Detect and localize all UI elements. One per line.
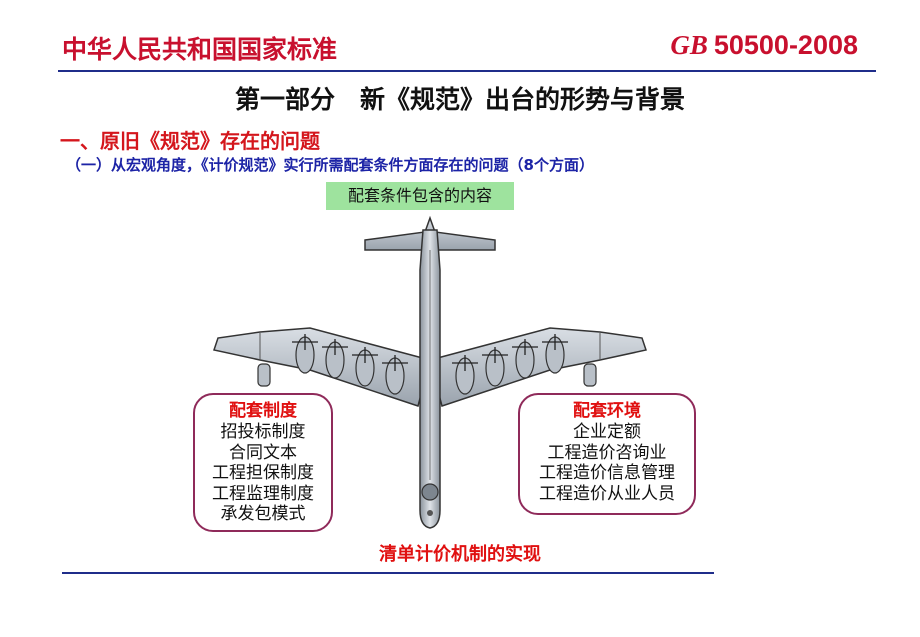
- cockpit: [421, 483, 439, 501]
- top-label: 配套条件包含的内容: [326, 182, 514, 210]
- list-item: 合同文本: [229, 442, 297, 463]
- bottom-caption: 清单计价机制的实现: [379, 544, 541, 565]
- supporting-systems-title: 配套制度: [229, 401, 297, 421]
- header-divider: [58, 70, 876, 72]
- right-wing: [429, 327, 647, 407]
- standard-name: 中华人民共和国国家标准: [62, 35, 338, 64]
- page-title: 第一部分 新《规范》出台的形势与背景: [234, 85, 685, 114]
- list-item: 工程造价咨询业: [547, 442, 667, 463]
- supporting-systems-box: 配套制度 招投标制度 合同文本 工程担保制度 工程监理制度 承发包模式: [193, 393, 333, 532]
- gb-prefix: GB: [670, 30, 708, 60]
- section-heading: 一、原旧《规范》存在的问题: [60, 129, 320, 153]
- gb-number: 50500-2008: [713, 30, 858, 60]
- airplane-illustration: [213, 215, 647, 529]
- list-item: 工程监理制度: [212, 483, 314, 504]
- footer-divider: [62, 572, 714, 574]
- list-item: 招投标制度: [220, 422, 306, 442]
- supporting-environment-title: 配套环境: [573, 401, 641, 421]
- subsection-heading: （一）从宏观角度，《计价规范》实行所需配套条件方面存在的问题（8个方面）: [66, 156, 594, 174]
- list-item: 工程造价信息管理: [539, 463, 675, 483]
- left-wing: [213, 327, 431, 407]
- list-item: 企业定额: [573, 422, 641, 442]
- list-item: 承发包模式: [220, 504, 306, 524]
- supporting-environment-box: 配套环境 企业定额 工程造价咨询业 工程造价信息管理 工程造价从业人员: [518, 393, 696, 515]
- list-item: 工程造价从业人员: [539, 483, 675, 504]
- list-item: 工程担保制度: [212, 463, 314, 483]
